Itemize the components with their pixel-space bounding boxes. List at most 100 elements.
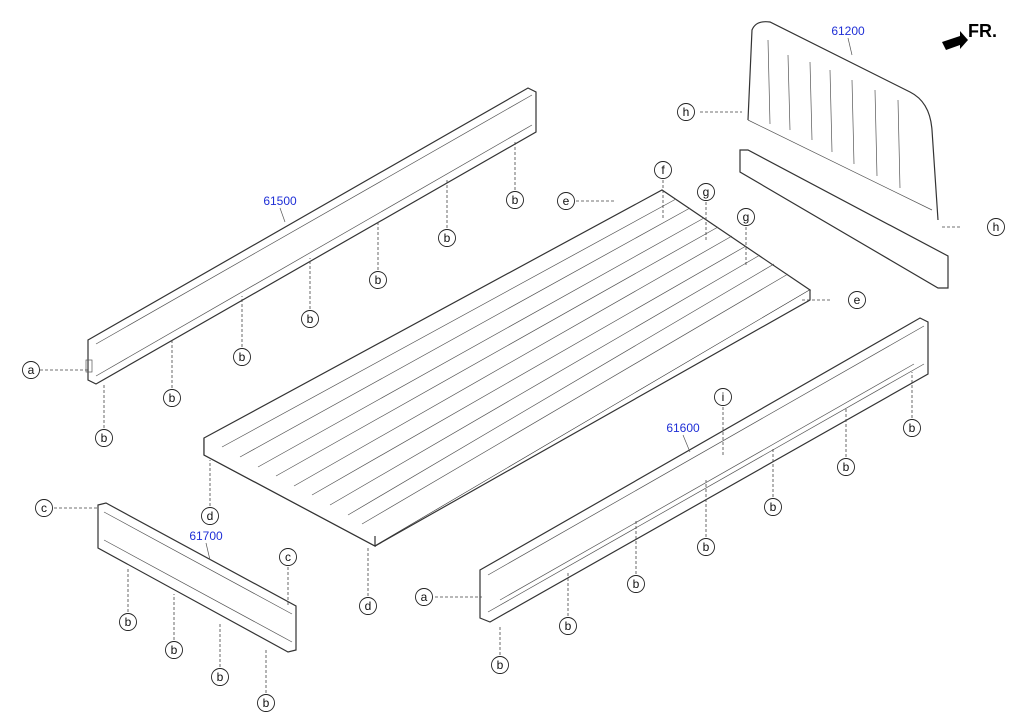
callout-g-1: g: [697, 183, 715, 201]
deck-floor: [203, 189, 812, 547]
callout-b-9: b: [559, 617, 577, 635]
svg-text:b: b: [512, 193, 519, 207]
callout-h-1: h: [677, 103, 695, 121]
svg-text:d: d: [365, 599, 372, 613]
svg-text:a: a: [421, 590, 428, 604]
svg-text:b: b: [171, 643, 178, 657]
deck-floor-front-edge: [203, 438, 376, 547]
svg-text:b: b: [770, 500, 777, 514]
svg-text:b: b: [239, 350, 246, 364]
callout-a-1: a: [22, 361, 40, 379]
callout-b-3: b: [233, 348, 251, 366]
callout-d-2: d: [359, 597, 377, 615]
callout-b-11: b: [697, 538, 715, 556]
part-number-61600: 61600: [666, 421, 700, 435]
svg-text:b: b: [375, 273, 382, 287]
svg-text:b: b: [633, 577, 640, 591]
svg-text:a: a: [28, 363, 35, 377]
header-rack: [739, 21, 949, 289]
callout-b-8: b: [491, 656, 509, 674]
callout-d-1: d: [201, 507, 219, 525]
left-side-panel: [85, 87, 537, 385]
part-number-61500: 61500: [263, 194, 297, 208]
right-panel-bottom-rail: [487, 363, 925, 613]
header-rack-bars: [767, 39, 901, 189]
callout-leader-lines: [40, 111, 960, 703]
svg-text:b: b: [125, 615, 132, 629]
svg-text:b: b: [843, 460, 850, 474]
right-panel-body: [479, 317, 929, 623]
header-rack-frame: [747, 21, 939, 221]
callout-c-1: c: [35, 499, 53, 517]
tail-gate-body: [97, 502, 297, 653]
svg-text:b: b: [217, 670, 224, 684]
callout-g-2: g: [737, 208, 755, 226]
callout-b-10: b: [627, 575, 645, 593]
left-panel-top-rail: [95, 94, 533, 345]
callout-a-2: a: [415, 588, 433, 606]
svg-text:g: g: [743, 210, 750, 224]
left-panel-hinge-pin: [85, 359, 93, 373]
svg-text:h: h: [993, 220, 1000, 234]
left-panel-bottom-rail: [95, 124, 533, 377]
svg-text:e: e: [563, 194, 570, 208]
svg-text:b: b: [101, 431, 108, 445]
svg-text:c: c: [285, 550, 291, 564]
svg-text:b: b: [444, 231, 451, 245]
deck-floor-ribs: [221, 198, 789, 525]
right-panel-inner-rail: [499, 363, 915, 601]
svg-text:h: h: [683, 105, 690, 119]
svg-text:b: b: [263, 696, 270, 710]
svg-text:d: d: [207, 509, 214, 523]
front-label: FR.: [968, 21, 997, 41]
callout-e-1: e: [557, 192, 575, 210]
svg-text:b: b: [909, 421, 916, 435]
front-arrow-icon: [942, 31, 968, 50]
callout-e-2: e: [848, 291, 866, 309]
callout-b-2: b: [163, 389, 181, 407]
callout-f: f: [654, 161, 672, 179]
callout-b-14: b: [903, 419, 921, 437]
callout-b-12: b: [764, 498, 782, 516]
svg-text:b: b: [703, 540, 710, 554]
callout-b-6: b: [438, 229, 456, 247]
right-panel-top-rail: [487, 325, 925, 576]
svg-text:i: i: [722, 390, 725, 404]
callout-b-1: b: [95, 429, 113, 447]
tail-gate-bottom-rail: [103, 539, 293, 643]
svg-text:e: e: [854, 293, 861, 307]
svg-text:c: c: [41, 501, 47, 515]
part-number-61600-leader: [682, 434, 691, 453]
callout-b-13: b: [837, 458, 855, 476]
svg-text:b: b: [497, 658, 504, 672]
callout-b-17: b: [211, 668, 229, 686]
dashed-leaders: [40, 111, 960, 703]
callout-b-16: b: [165, 641, 183, 659]
callout-b-5: b: [369, 271, 387, 289]
callout-c-2: c: [279, 548, 297, 566]
part-number-61700: 61700: [189, 529, 223, 543]
svg-text:b: b: [169, 391, 176, 405]
svg-text:b: b: [565, 619, 572, 633]
svg-text:g: g: [703, 185, 710, 199]
right-side-panel: [479, 317, 929, 623]
tail-gate-top-rail: [103, 511, 293, 615]
callout-b-15: b: [119, 613, 137, 631]
callout-b-7: b: [506, 191, 524, 209]
callout-b-4: b: [301, 310, 319, 328]
svg-text:f: f: [661, 163, 665, 177]
part-number-61200: 61200: [831, 24, 865, 38]
tail-gate: [97, 502, 297, 653]
part-number-61700-leader: [205, 542, 211, 561]
header-rack-base: [739, 149, 949, 289]
callout-i: i: [714, 388, 732, 406]
part-number-61500-leader: [279, 207, 286, 223]
header-rack-crossbar: [747, 119, 933, 211]
front-direction-indicator: FR.: [942, 21, 997, 50]
part-number-61200-leader: [847, 37, 853, 56]
svg-text:b: b: [307, 312, 314, 326]
callout-h-2: h: [987, 218, 1005, 236]
left-panel-body: [87, 87, 537, 385]
